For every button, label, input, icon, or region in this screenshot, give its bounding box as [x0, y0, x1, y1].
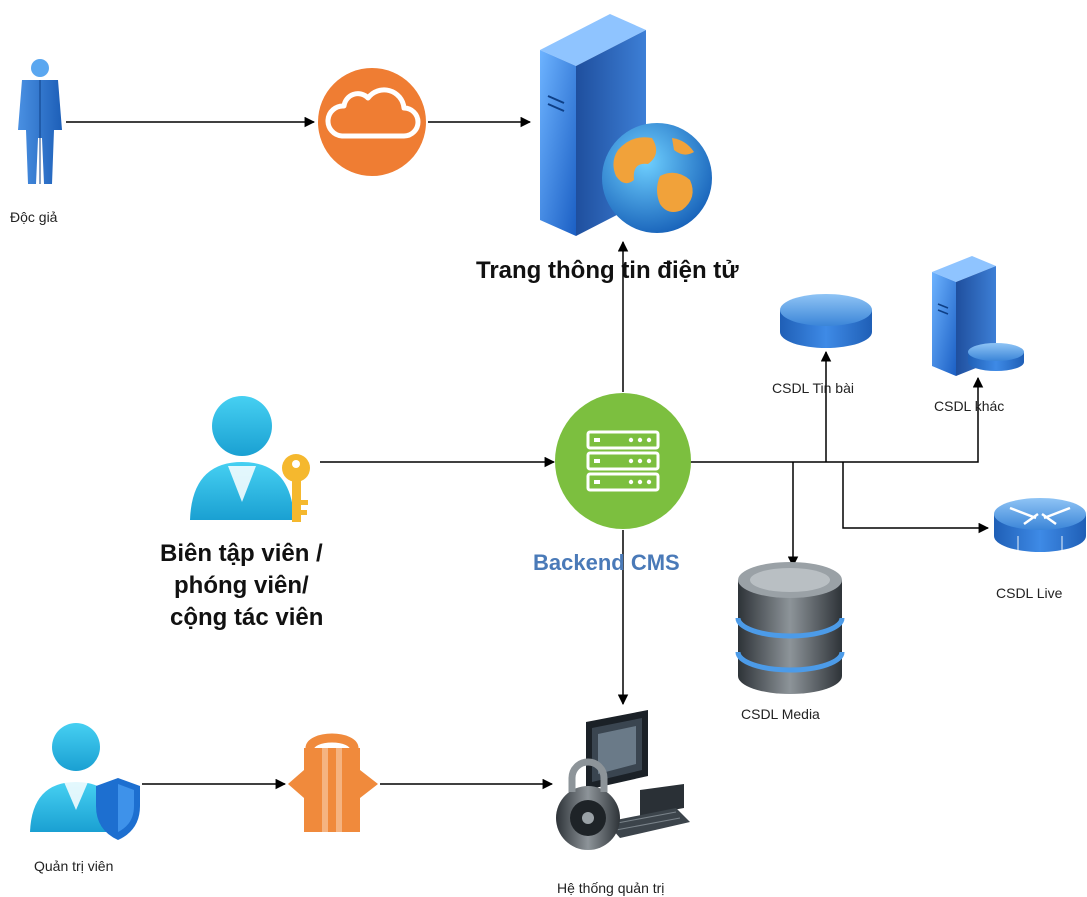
db-media-label: CSDL Media	[741, 706, 820, 722]
admin-system-label: Hệ thống quản trị	[557, 880, 664, 896]
gateway-icon	[288, 733, 378, 832]
edge-cms-to-db-other	[690, 376, 984, 463]
editor-label-line-2: phóng viên/	[174, 572, 309, 599]
user-key-icon	[190, 396, 310, 522]
cloud-icon	[318, 68, 426, 176]
connectors	[66, 116, 990, 790]
editor-label-line-1: Biên tập viên /	[160, 540, 323, 567]
db-other-label: CSDL khác	[934, 398, 1004, 414]
backend-label: Backend CMS	[533, 550, 680, 575]
web-server-globe-icon	[540, 14, 712, 236]
edge-cms-to-db-live	[842, 462, 990, 534]
secure-computer-icon	[556, 710, 690, 850]
server-icon	[555, 393, 691, 529]
server-database-icon	[932, 256, 1024, 376]
reader-label: Độc giả	[10, 209, 58, 225]
admin-label: Quản trị viên	[34, 858, 113, 874]
db-news-label: CSDL Tin bài	[772, 380, 854, 396]
user-shield-icon	[30, 723, 140, 840]
website-label: Trang thông tin điện tử	[476, 257, 739, 284]
db-live-label: CSDL Live	[996, 585, 1063, 601]
database-disk-icon	[780, 294, 872, 348]
person-icon	[18, 59, 62, 184]
database-cylinder-icon	[735, 562, 845, 694]
router-database-icon	[994, 498, 1086, 552]
editor-label-line-3: cộng tác viên	[170, 604, 323, 631]
